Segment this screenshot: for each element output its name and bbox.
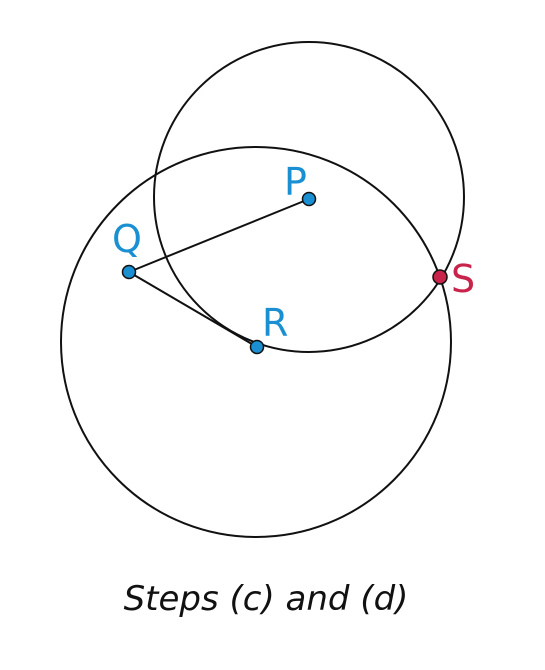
label-s: S — [451, 257, 475, 301]
point-p — [301, 191, 317, 207]
label-r: R — [262, 301, 288, 345]
large-circle — [60, 146, 452, 538]
point-q — [121, 264, 137, 280]
upper-circle — [153, 41, 465, 353]
diagram-caption: Steps (c) and (d) — [124, 579, 409, 619]
label-p: P — [284, 160, 307, 204]
segment-qr — [128, 271, 258, 348]
point-s — [432, 269, 448, 285]
point-r — [249, 339, 265, 355]
label-q: Q — [112, 217, 142, 261]
segment-qp — [128, 198, 310, 273]
